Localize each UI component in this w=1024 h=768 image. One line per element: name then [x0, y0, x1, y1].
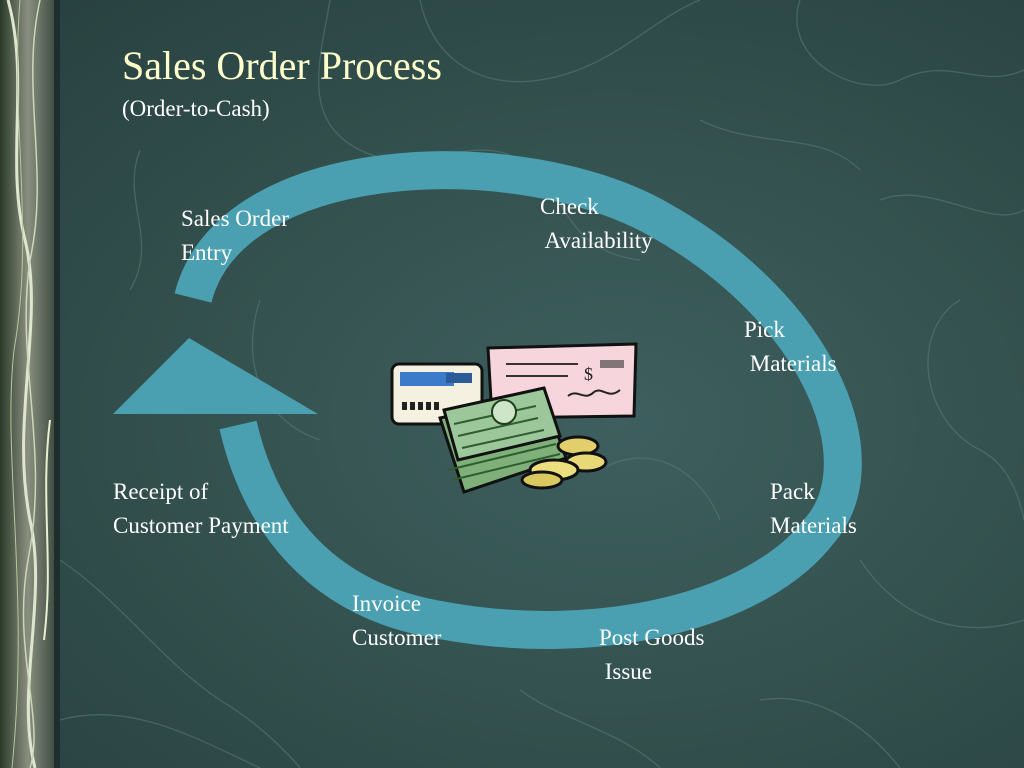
step-receipt-of-customer-payment: Receipt of Customer Payment — [113, 479, 289, 538]
cycle-arrowhead — [113, 338, 318, 414]
step-pick-materials: Pick Materials — [744, 317, 837, 376]
slide-subtitle: (Order-to-Cash) — [122, 96, 270, 121]
money-clipart-icon: $ — [390, 342, 638, 494]
svg-text:$: $ — [584, 364, 593, 384]
step-invoice-customer: Invoice Customer — [352, 591, 442, 650]
map-strip-decoration — [0, 0, 60, 768]
coins-icon — [520, 435, 608, 490]
step-sales-order-entry: Sales Order Entry — [181, 206, 289, 265]
step-post-goods-issue: Post Goods Issue — [599, 625, 705, 684]
cycle-arrow-band — [174, 151, 862, 649]
slide-title: Sales Order Process — [122, 43, 442, 88]
step-check-availability: Check Availability — [540, 194, 653, 253]
step-pack-materials: Pack Materials — [770, 479, 857, 538]
